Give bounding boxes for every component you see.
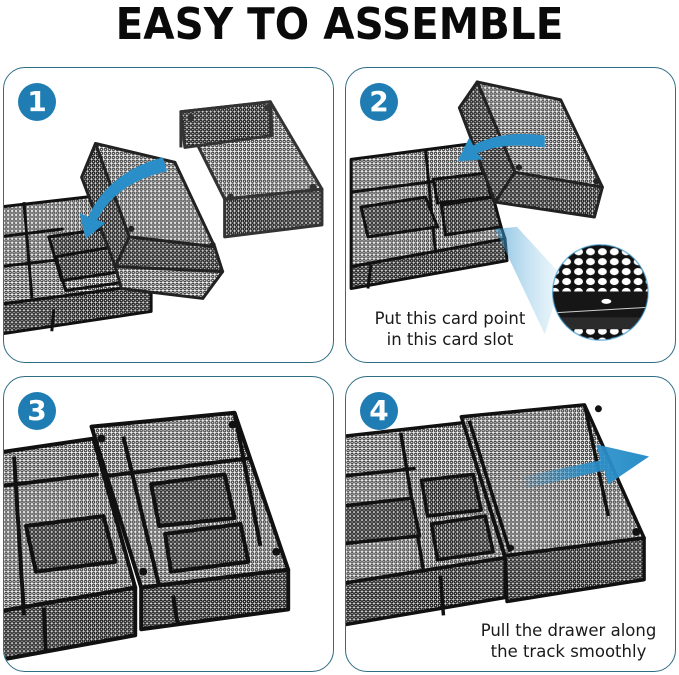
step-number-badge: 4 (360, 392, 398, 430)
pull-arrow-icon (522, 444, 650, 489)
step-number-badge: 2 (360, 83, 398, 121)
step-number-badge: 3 (18, 392, 56, 430)
card-slot-closeup (551, 244, 649, 341)
caption-line: in this card slot (386, 330, 514, 349)
step-2-caption: Put this card point in this card slot (360, 308, 540, 350)
caption-line: Put this card point (374, 309, 526, 328)
step-1-panel: 1 (3, 67, 334, 363)
caption-line: the track smoothly (490, 642, 647, 661)
organizer-assembly-illustration (4, 100, 324, 335)
card-slot-illustration (349, 80, 649, 341)
step-2-panel: 2 (345, 67, 676, 363)
curved-arrow-icon (79, 157, 168, 239)
step-4-caption: Pull the drawer along the track smoothly (466, 620, 671, 662)
step-number-badge: 1 (18, 83, 56, 121)
curved-arrow-icon (457, 134, 545, 162)
caption-line: Pull the drawer along (480, 621, 657, 640)
page-title: EASY TO ASSEMBLE (115, 0, 564, 50)
step-3-panel: 3 (3, 376, 334, 672)
assembled-organizer-illustration (4, 410, 291, 662)
drawer-pull-illustration (346, 403, 650, 627)
step-4-panel: 4 Pull the drawer along the track smooth… (345, 376, 676, 672)
